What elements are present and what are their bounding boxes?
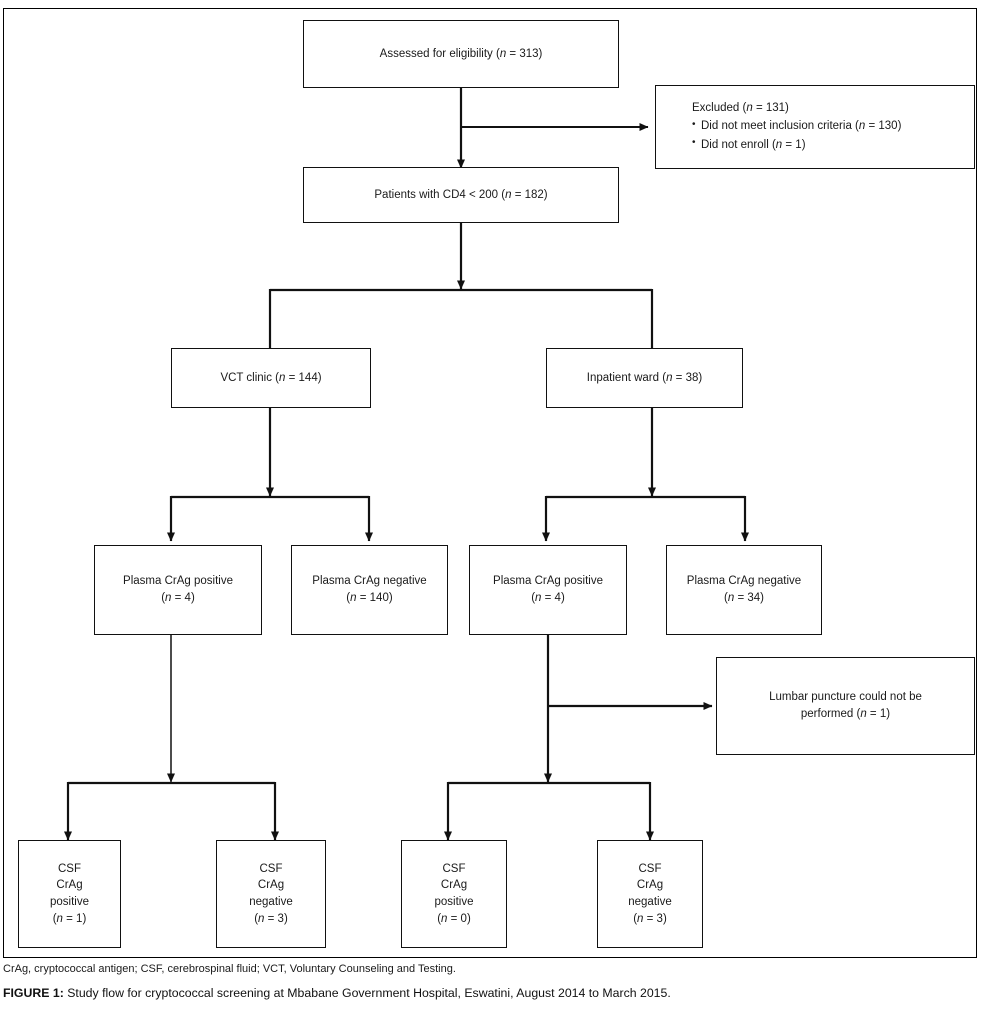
figure-caption-text: Study flow for cryptococcal screening at… [63,985,671,1000]
excluded-reason-list: Did not meet inclusion criteria (n = 130… [692,117,901,154]
node-inpatient-plasma-crag-negative[interactable]: Plasma CrAg negative(n = 34) [666,545,822,635]
flowchart-connectors [64,88,749,841]
figure-caption-area: CrAg, cryptococcal antigen; CSF, cerebro… [3,962,977,1002]
node-vct-label: VCT clinic (n = 144) [220,371,322,384]
excluded-content: Excluded (n = 131) Did not meet inclusio… [692,100,901,155]
node-vct-plasma-neg-label: Plasma CrAg negative(n = 140) [312,575,427,604]
node-inpatient-ward[interactable]: Inpatient ward (n = 38) [546,348,743,408]
node-cd4-label: Patients with CD4 < 200 (n = 182) [374,188,548,201]
node-vct-plasma-crag-negative[interactable]: Plasma CrAg negative(n = 140) [291,545,448,635]
node-vct-plasma-crag-positive[interactable]: Plasma CrAg positive(n = 4) [94,545,262,635]
node-inpatient-label: Inpatient ward (n = 38) [586,371,703,384]
node-assessed-for-eligibility[interactable]: Assessed for eligibility (n = 313) [303,20,619,88]
figure-caption: FIGURE 1: Study flow for cryptococcal sc… [3,986,977,1002]
node-patients-cd4[interactable]: Patients with CD4 < 200 (n = 182) [303,167,619,223]
node-inp-plasma-pos-label: Plasma CrAg positive(n = 4) [493,575,603,604]
node-vct-plasma-pos-label: Plasma CrAg positive(n = 4) [123,575,233,604]
figure-caption-label: FIGURE 1: [3,985,64,1000]
node-inpatient-plasma-crag-positive[interactable]: Plasma CrAg positive(n = 4) [469,545,627,635]
excluded-heading: Excluded (n = 131) [692,101,789,114]
node-vct-clinic[interactable]: VCT clinic (n = 144) [171,348,371,408]
abbreviations-note: CrAg, cryptococcal antigen; CSF, cerebro… [3,963,456,975]
node-excluded[interactable]: Excluded (n = 131) Did not meet inclusio… [655,85,975,169]
excluded-reason-item: Did not enroll (n = 1) [692,135,901,155]
excluded-reason-item: Did not meet inclusion criteria (n = 130… [692,117,901,136]
node-inp-plasma-neg-label: Plasma CrAg negative(n = 34) [686,575,802,604]
node-assessed-label: Assessed for eligibility (n = 313) [379,47,543,60]
